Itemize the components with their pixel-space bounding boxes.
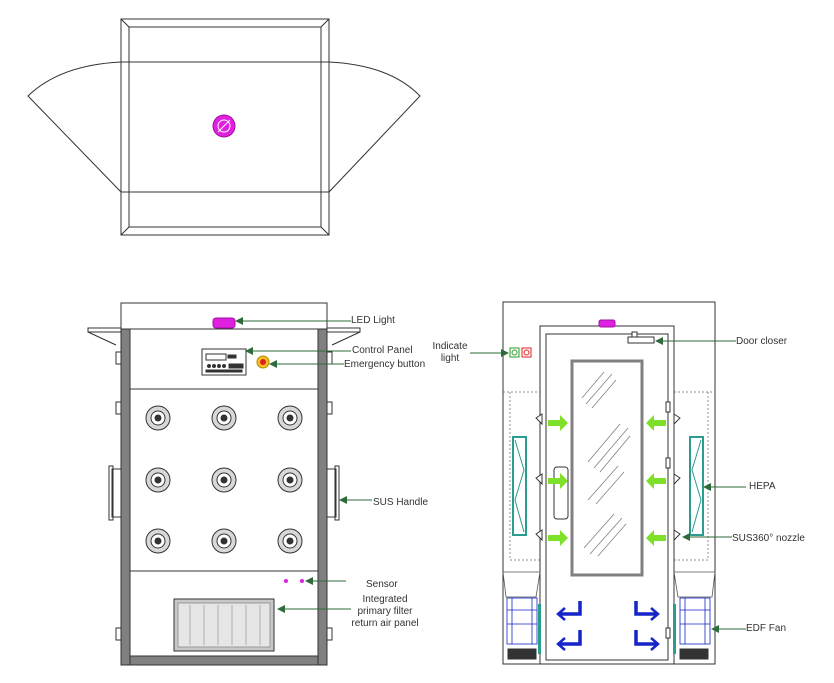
top-inner-frame (128, 26, 322, 228)
left-fan-duct (502, 571, 541, 645)
return-air-panel (173, 598, 275, 652)
front-led-light (212, 317, 236, 329)
section-inner-handle (553, 466, 569, 520)
front-leaders (235, 317, 372, 613)
left-hepa-filter (512, 436, 527, 536)
front-right-rail (317, 328, 328, 666)
sensor-label: Sensor (366, 579, 398, 590)
control-panel-label: Control Panel (352, 345, 413, 356)
section-door-closer (627, 336, 655, 344)
nozzle (145, 405, 171, 431)
left-closer-arm (87, 327, 122, 346)
top-view (27, 18, 421, 236)
sensor-dot-1 (284, 579, 288, 583)
glass-hatching (581, 371, 631, 557)
nozzle-label: SUS360° nozzle (732, 533, 805, 544)
indicate-light-label: Indicate light (432, 341, 468, 364)
right-door-swing-arc (328, 61, 421, 193)
indicate-lights (509, 347, 532, 358)
nozzle (145, 467, 171, 493)
right-return-strip (673, 604, 676, 654)
right-closer-arm (326, 327, 361, 346)
nozzle (211, 467, 237, 493)
sensor-dot-2 (300, 579, 304, 583)
door-closer-label: Door closer (736, 336, 788, 347)
left-fan-grille (507, 648, 537, 660)
front-control-panel (201, 348, 247, 376)
return-air-panel-label: Integrated primary filter return air pan… (351, 594, 419, 629)
emergency-button (256, 355, 270, 369)
nozzle (277, 467, 303, 493)
nozzle (211, 405, 237, 431)
section-window (570, 359, 644, 577)
left-return-strip (538, 604, 541, 654)
right-fan-duct (673, 571, 716, 645)
front-left-rail (120, 328, 131, 666)
edf-fan-label: EDF Fan (746, 623, 787, 634)
top-light-icon (212, 114, 236, 138)
left-door-swing-arc (27, 61, 122, 193)
hepa-label: HEPA (749, 481, 776, 492)
section-led-light (598, 319, 616, 328)
front-view (87, 302, 372, 666)
nozzle (277, 405, 303, 431)
chamber-dashed-lines (503, 391, 715, 561)
sus-handle-label: SUS Handle (373, 497, 429, 508)
right-hepa-filter (689, 436, 704, 536)
emergency-button-label: Emergency button (344, 359, 426, 370)
left-hinges (115, 351, 122, 641)
nozzle (277, 528, 303, 554)
supply-air-arrows (548, 415, 666, 546)
right-sus-handle (326, 465, 340, 521)
section-nozzles (535, 413, 681, 542)
left-sus-handle (108, 465, 122, 521)
return-air-arrows (556, 601, 660, 651)
nozzle (145, 528, 171, 554)
top-outer-frame (120, 18, 330, 236)
nozzle (211, 528, 237, 554)
front-base-plate (129, 655, 319, 666)
right-hinges (326, 351, 333, 641)
front-nozzle-grid (145, 405, 303, 554)
right-fan-grille (679, 648, 709, 660)
led-light-label: LED Light (351, 315, 395, 326)
section-view (470, 301, 746, 665)
section-leaders (470, 337, 746, 633)
